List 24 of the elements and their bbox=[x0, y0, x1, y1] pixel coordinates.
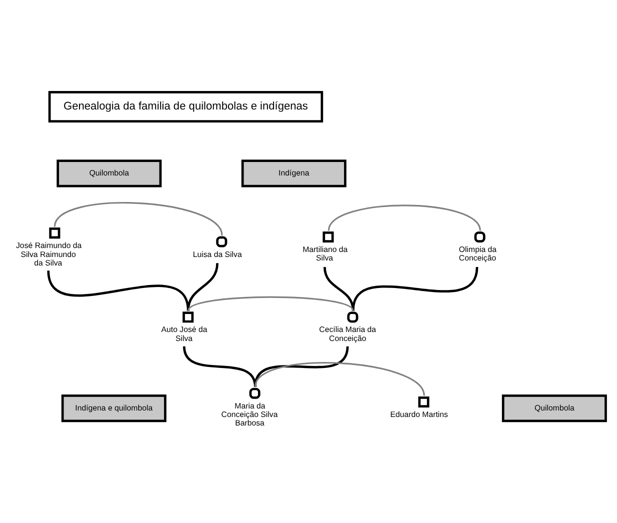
node-box: Indígena e quilombola bbox=[61, 394, 166, 422]
node-label: Martiliano da Silva bbox=[302, 245, 348, 263]
node-box: Quilombola bbox=[56, 160, 162, 188]
node-label: Cecília Maria da Conceição bbox=[319, 325, 376, 343]
connector bbox=[352, 266, 478, 312]
connector bbox=[186, 262, 218, 311]
node-label: Maria da Conceição Silva Barbosa bbox=[221, 401, 278, 428]
node-box bbox=[418, 396, 430, 408]
connector bbox=[54, 202, 223, 236]
node-box: Genealogia da familia de quilombolas e indígenas bbox=[48, 90, 324, 123]
node-box bbox=[49, 228, 60, 239]
node-label: Eduardo Martins bbox=[390, 410, 448, 420]
node-box: Indígena bbox=[241, 160, 346, 188]
node-box bbox=[322, 232, 334, 243]
connector bbox=[187, 296, 354, 312]
connector bbox=[328, 204, 481, 231]
node-label: Auto José da Silva bbox=[161, 325, 208, 343]
connector bbox=[254, 346, 349, 388]
connector bbox=[254, 362, 425, 396]
node-box: Quilombola bbox=[502, 394, 607, 422]
node-label: Olimpia da Conceição bbox=[458, 245, 497, 263]
node-label: José Raimundo da Silva Raimundo da Silva bbox=[16, 241, 82, 268]
node-label: Luisa da Silva bbox=[192, 250, 242, 259]
node-box bbox=[182, 312, 194, 323]
